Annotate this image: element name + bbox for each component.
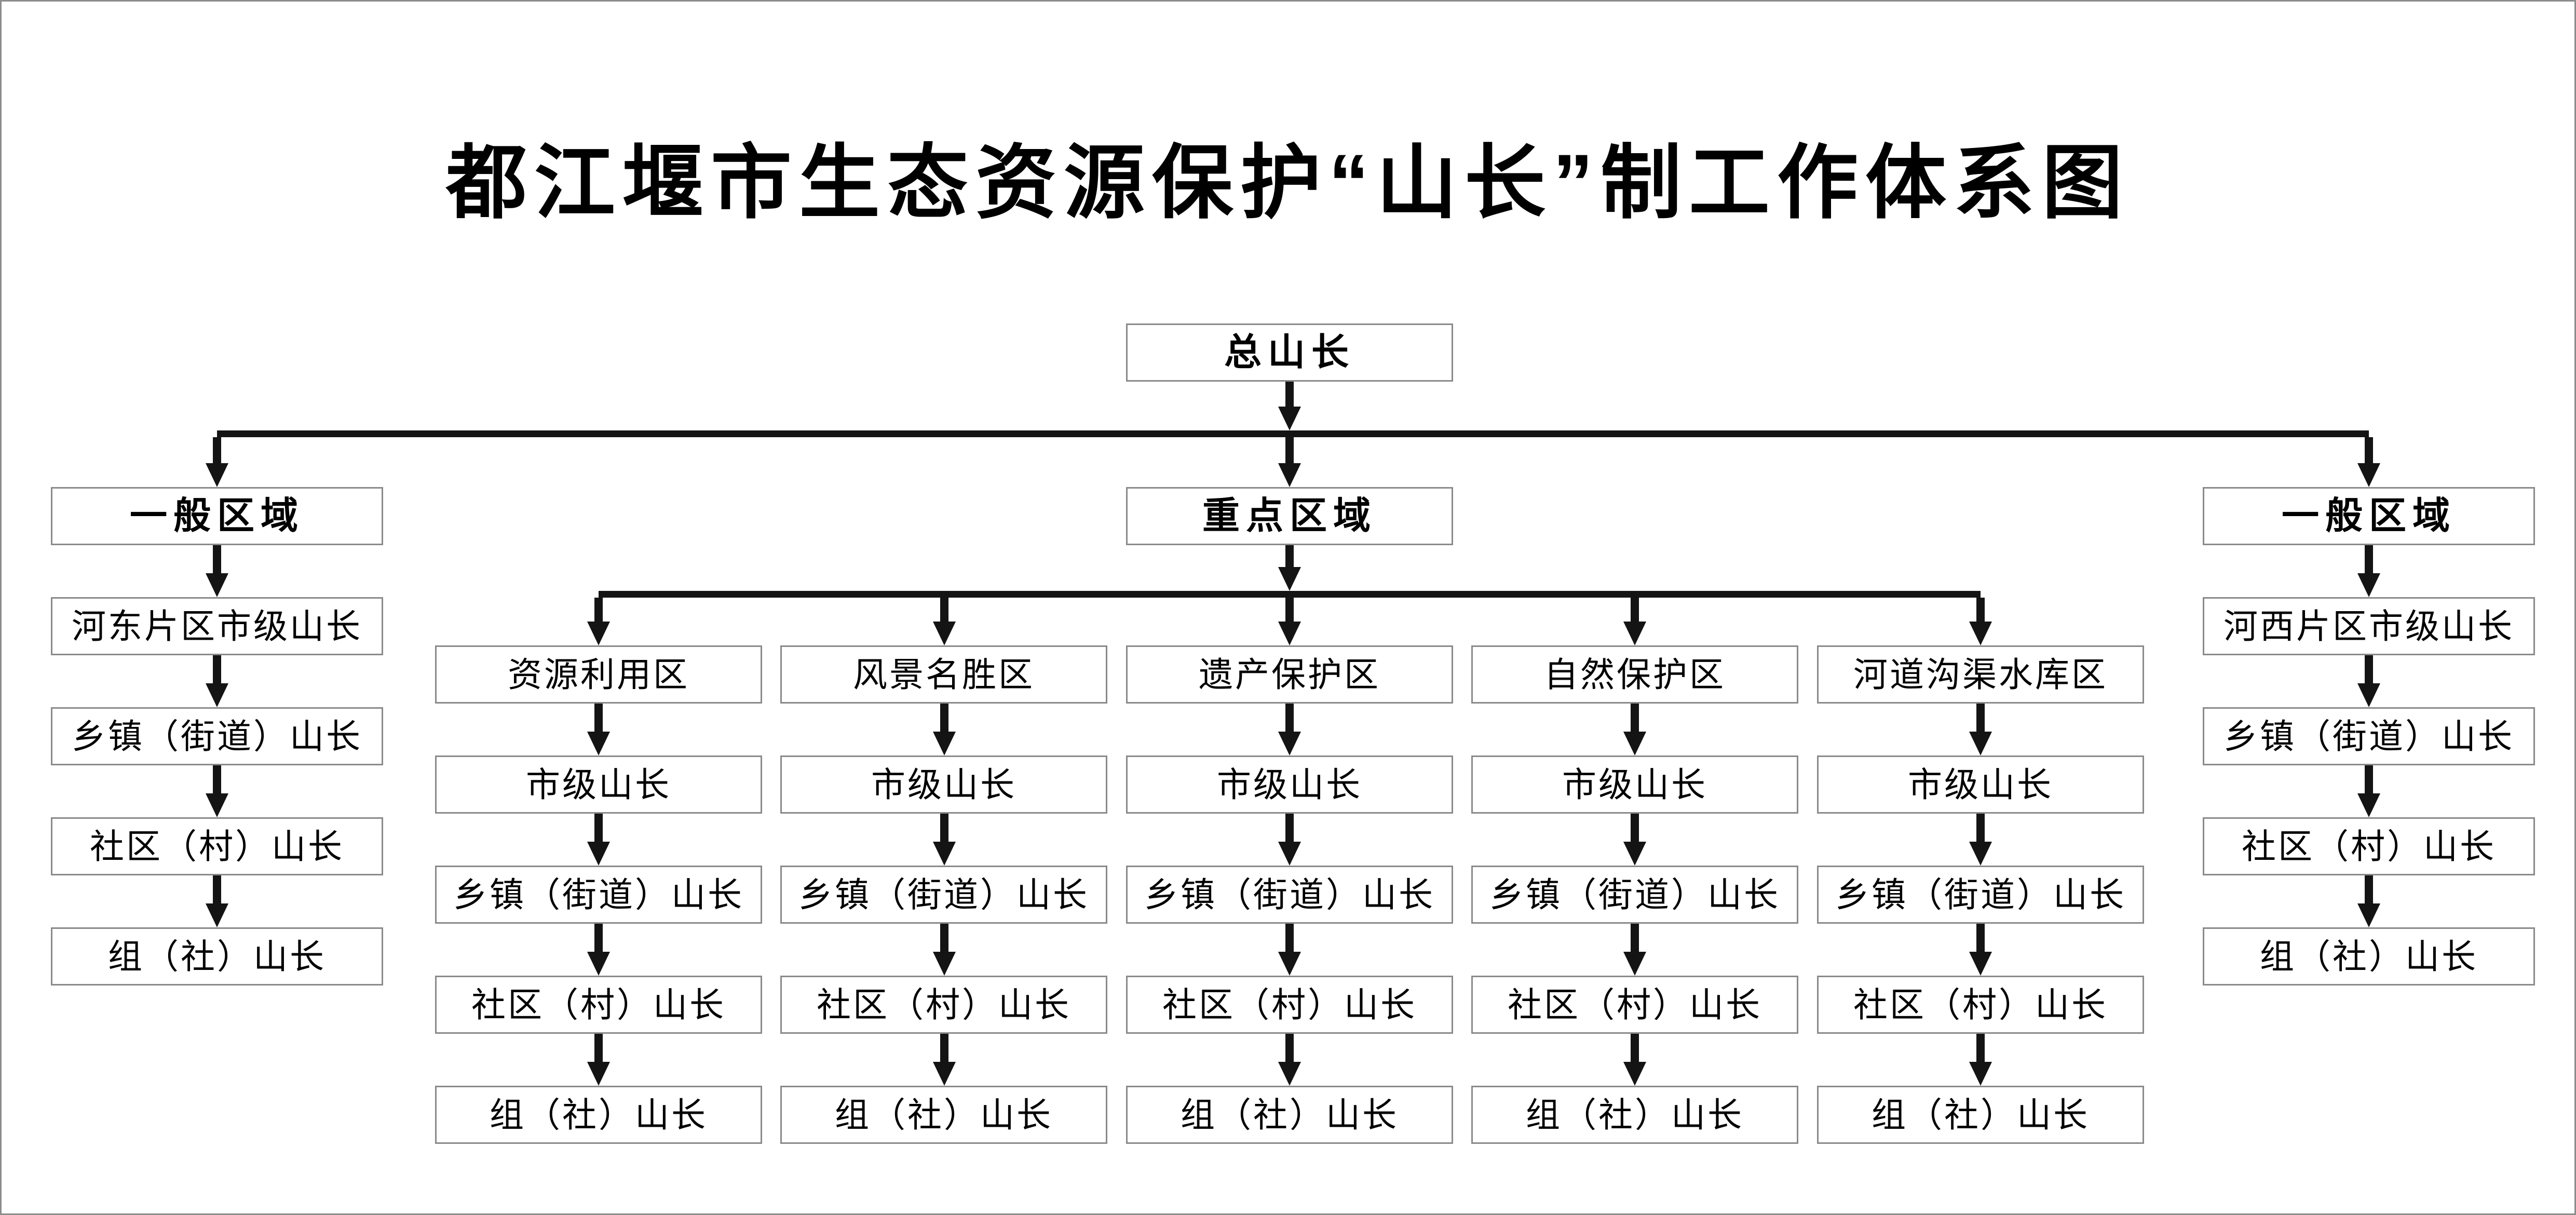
node-right-4: 组（社）山长 — [2203, 927, 2535, 986]
node-left-4: 组（社）山长 — [51, 927, 383, 986]
arrow-col1-4 — [587, 1034, 610, 1086]
arrow-subline-to-col4 — [1623, 598, 1646, 645]
arrow-col1-3 — [587, 924, 610, 976]
arrow-col4-2 — [1623, 814, 1646, 866]
arrow-right-2 — [2357, 655, 2380, 707]
main-branch-line — [217, 430, 2369, 437]
node-col2-2: 乡镇（街道）山长 — [780, 866, 1107, 924]
node-key-area: 重点区域 — [1126, 487, 1453, 545]
node-col3-header: 遗产保护区 — [1126, 645, 1453, 704]
arrow-subline-to-col2 — [933, 598, 956, 645]
node-col4-2: 乡镇（街道）山长 — [1471, 866, 1798, 924]
arrow-mainline-to-left-area — [206, 437, 228, 487]
arrow-col3-3 — [1278, 924, 1301, 976]
page-title: 都江堰市生态资源保护“山长”制工作体系图 — [446, 138, 2130, 228]
node-left-3: 社区（村）山长 — [51, 817, 383, 875]
node-root: 总山长 — [1126, 323, 1453, 382]
arrow-mainline-to-right-area — [2357, 437, 2380, 487]
arrow-col3-2 — [1278, 814, 1301, 866]
node-col1-3: 社区（村）山长 — [435, 976, 762, 1034]
node-right-1: 河西片区市级山长 — [2203, 597, 2535, 655]
arrow-mainline-to-key-area — [1278, 437, 1301, 487]
node-col2-header: 风景名胜区 — [780, 645, 1107, 704]
arrow-subline-to-col1 — [587, 598, 610, 645]
node-col4-3: 社区（村）山长 — [1471, 976, 1798, 1034]
arrow-col2-2 — [933, 814, 956, 866]
arrow-col2-3 — [933, 924, 956, 976]
arrow-col5-2 — [1969, 814, 1992, 866]
node-col2-4: 组（社）山长 — [780, 1086, 1107, 1144]
node-right-area: 一般区域 — [2203, 487, 2535, 545]
node-col3-3: 社区（村）山长 — [1126, 976, 1453, 1034]
node-col4-4: 组（社）山长 — [1471, 1086, 1798, 1144]
arrow-col5-4 — [1969, 1034, 1992, 1086]
node-left-area: 一般区域 — [51, 487, 383, 545]
arrow-col1-2 — [587, 814, 610, 866]
arrow-col1-1 — [587, 704, 610, 755]
arrow-left-1 — [206, 545, 228, 597]
node-col2-1: 市级山长 — [780, 755, 1107, 814]
arrow-col5-1 — [1969, 704, 1992, 755]
arrow-root-to-mainline — [1278, 382, 1301, 430]
node-col3-2: 乡镇（街道）山长 — [1126, 866, 1453, 924]
node-col4-header: 自然保护区 — [1471, 645, 1798, 704]
arrow-right-4 — [2357, 875, 2380, 927]
node-right-2: 乡镇（街道）山长 — [2203, 707, 2535, 765]
node-col1-1: 市级山长 — [435, 755, 762, 814]
node-col1-2: 乡镇（街道）山长 — [435, 866, 762, 924]
arrow-left-2 — [206, 655, 228, 707]
node-left-1: 河东片区市级山长 — [51, 597, 383, 655]
arrow-col4-3 — [1623, 924, 1646, 976]
arrow-keyarea-to-subline — [1278, 545, 1301, 591]
sub-branch-line — [599, 591, 1981, 598]
node-col5-1: 市级山长 — [1817, 755, 2144, 814]
node-col5-header: 河道沟渠水库区 — [1817, 645, 2144, 704]
arrow-col2-4 — [933, 1034, 956, 1086]
arrow-col4-1 — [1623, 704, 1646, 755]
arrow-right-1 — [2357, 545, 2380, 597]
node-col5-3: 社区（村）山长 — [1817, 976, 2144, 1034]
node-col1-header: 资源利用区 — [435, 645, 762, 704]
node-col3-4: 组（社）山长 — [1126, 1086, 1453, 1144]
node-col3-1: 市级山长 — [1126, 755, 1453, 814]
arrow-left-4 — [206, 875, 228, 927]
arrow-col3-1 — [1278, 704, 1301, 755]
node-right-3: 社区（村）山长 — [2203, 817, 2535, 875]
node-col4-1: 市级山长 — [1471, 755, 1798, 814]
arrow-col5-3 — [1969, 924, 1992, 976]
node-col5-4: 组（社）山长 — [1817, 1086, 2144, 1144]
arrow-subline-to-col5 — [1969, 598, 1992, 645]
arrow-right-3 — [2357, 765, 2380, 817]
arrow-left-3 — [206, 765, 228, 817]
node-left-2: 乡镇（街道）山长 — [51, 707, 383, 765]
arrow-subline-to-col3 — [1278, 598, 1301, 645]
node-col1-4: 组（社）山长 — [435, 1086, 762, 1144]
arrow-col3-4 — [1278, 1034, 1301, 1086]
node-col5-2: 乡镇（街道）山长 — [1817, 866, 2144, 924]
arrow-col2-1 — [933, 704, 956, 755]
arrow-col4-4 — [1623, 1034, 1646, 1086]
node-col2-3: 社区（村）山长 — [780, 976, 1107, 1034]
